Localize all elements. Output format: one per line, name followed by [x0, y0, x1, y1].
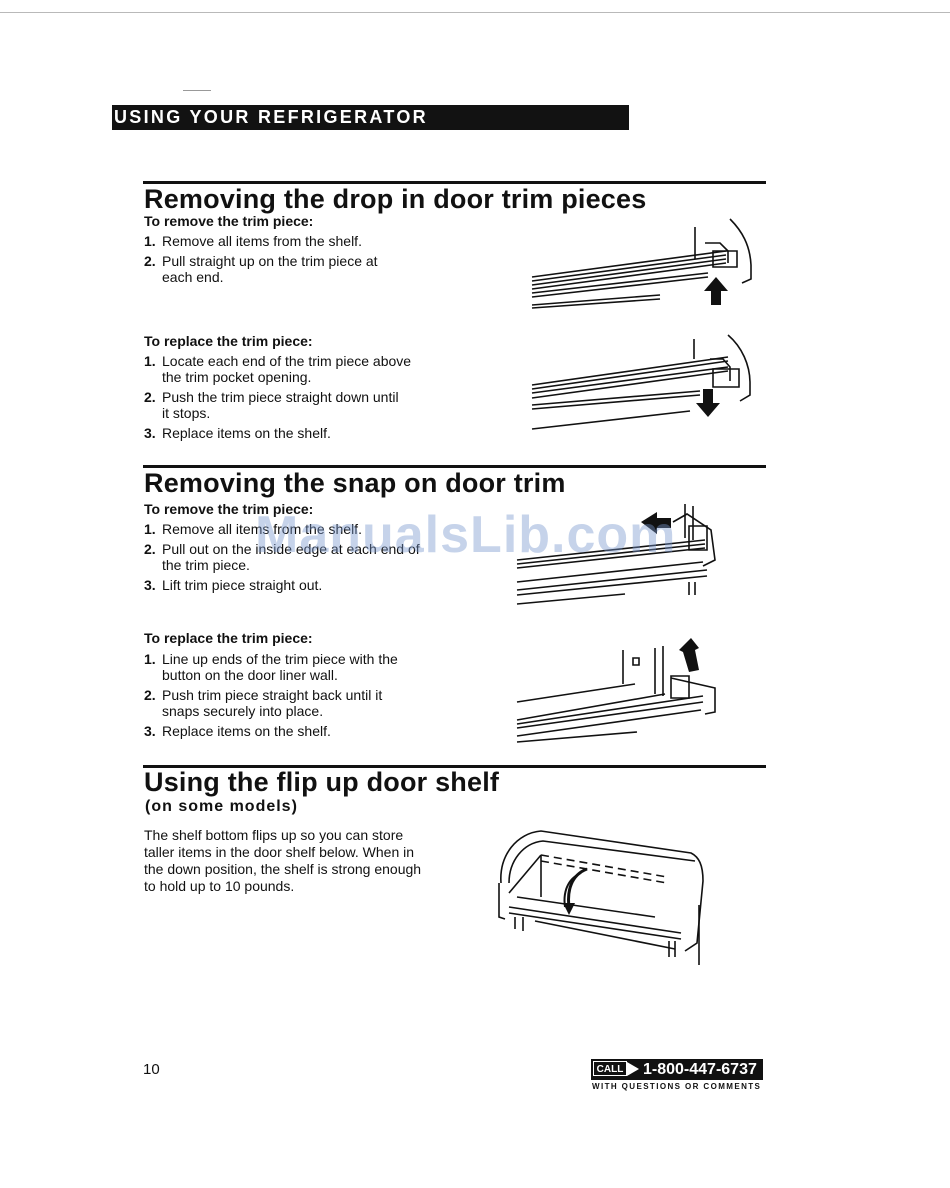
step-item: 3. Replace items on the shelf. — [144, 425, 411, 441]
top-rule — [0, 12, 950, 13]
call-tag: CALL — [593, 1061, 627, 1076]
phone-number: 1-800-447-6737 — [643, 1061, 757, 1078]
replace-trim-lead: To replace the trim piece: — [144, 630, 313, 646]
step-number: 2. — [144, 541, 156, 557]
flip-up-description: The shelf bottom flips up so you can sto… — [144, 827, 421, 895]
call-us-badge: CALL 1-800-447-6737 WITH QUESTIONS OR CO… — [591, 1059, 766, 1091]
remove-trim-lead: To remove the trim piece: — [144, 213, 314, 229]
step-item: 1. Locate each end of the trim piece abov… — [144, 353, 411, 385]
step-number: 2. — [144, 253, 156, 269]
step-text: the trim pocket opening. — [162, 369, 312, 385]
step-item: 1. Remove all items from the shelf. — [144, 233, 378, 249]
step-number: 3. — [144, 723, 156, 739]
remove-trim-steps: 1. Remove all items from the shelf. 2. Pull… — [144, 233, 378, 289]
drop-in-trim-replace-illustration — [530, 333, 755, 438]
paragraph-line: the down position, the shelf is strong e… — [144, 861, 422, 877]
replace-trim-steps: 1. Line up ends of the trim piece with th… — [144, 651, 398, 743]
step-text: Replace items on the shelf. — [162, 723, 331, 739]
step-item: 3. Replace items on the shelf. — [144, 723, 398, 739]
call-subtext: WITH QUESTIONS OR COMMENTS — [592, 1082, 762, 1091]
paragraph-line: taller items in the door shelf below. Wh… — [144, 844, 415, 860]
step-text: it stops. — [162, 405, 211, 421]
step-text: snaps securely into place. — [162, 703, 324, 719]
step-item: 2. Pull out on the inside edge at each en… — [144, 541, 420, 573]
replace-trim-steps: 1. Locate each end of the trim piece abov… — [144, 353, 411, 445]
section-rule — [143, 765, 766, 768]
step-text: the trim piece. — [162, 557, 250, 573]
section-rule — [143, 465, 766, 468]
step-text: Remove all items from the shelf. — [162, 233, 362, 249]
section-title-snap-on: Removing the snap on door trim — [144, 468, 566, 498]
step-text: Replace items on the shelf. — [162, 425, 331, 441]
step-number: 3. — [144, 425, 156, 441]
step-number: 1. — [144, 651, 156, 667]
step-item: 1. Remove all items from the shelf. — [144, 521, 420, 537]
step-item: 3. Lift trim piece straight out. — [144, 577, 420, 593]
section-subtitle: (on some models) — [145, 798, 298, 815]
watermark: ManualsLib.com — [255, 506, 677, 564]
section-rule — [143, 181, 766, 184]
section-banner: USING YOUR REFRIGERATOR — [112, 105, 629, 130]
snap-on-trim-removal-illustration — [515, 500, 725, 615]
arrow-right-icon — [627, 1062, 639, 1076]
step-text: Remove all items from the shelf. — [162, 521, 362, 537]
paragraph-line: to hold up to 10 pounds. — [144, 878, 295, 894]
step-text: button on the door liner wall. — [162, 667, 338, 683]
replace-trim-lead: To replace the trim piece: — [144, 333, 313, 349]
section-title-drop-in: Removing the drop in door trim pieces — [144, 184, 647, 214]
step-text: Lift trim piece straight out. — [162, 577, 323, 593]
paragraph-line: The shelf bottom flips up so you can sto… — [144, 827, 404, 843]
step-number: 2. — [144, 389, 156, 405]
remove-trim-steps: 1. Remove all items from the shelf. 2. Pull… — [144, 521, 420, 597]
step-text: Push trim piece straight back until it — [162, 687, 383, 703]
step-number: 3. — [144, 577, 156, 593]
step-item: 1. Line up ends of the trim piece with th… — [144, 651, 398, 683]
step-text: Pull out on the inside edge at each end … — [162, 541, 420, 557]
step-text: Pull straight up on the trim piece at — [162, 253, 378, 269]
snap-on-trim-replace-illustration — [515, 638, 725, 752]
step-number: 1. — [144, 521, 156, 537]
step-text: Locate each end of the trim piece above — [162, 353, 412, 369]
phone-box: CALL 1-800-447-6737 — [591, 1059, 763, 1080]
drop-in-trim-removal-illustration — [530, 215, 755, 315]
flip-up-door-shelf-illustration — [495, 825, 710, 965]
step-item: 2. Push the trim piece straight down unti… — [144, 389, 411, 421]
step-number: 1. — [144, 353, 156, 369]
section-title-flip-up: Using the flip up door shelf — [144, 767, 500, 797]
remove-trim-lead: To remove the trim piece: — [144, 501, 314, 517]
step-item: 2. Push trim piece straight back until it… — [144, 687, 398, 719]
decorative-rule — [183, 90, 211, 91]
step-number: 2. — [144, 687, 156, 703]
page-number: 10 — [143, 1061, 160, 1078]
step-number: 1. — [144, 233, 156, 249]
step-text: Line up ends of the trim piece with the — [162, 651, 398, 667]
step-text: Push the trim piece straight down until — [162, 389, 399, 405]
step-text: each end. — [162, 269, 224, 285]
